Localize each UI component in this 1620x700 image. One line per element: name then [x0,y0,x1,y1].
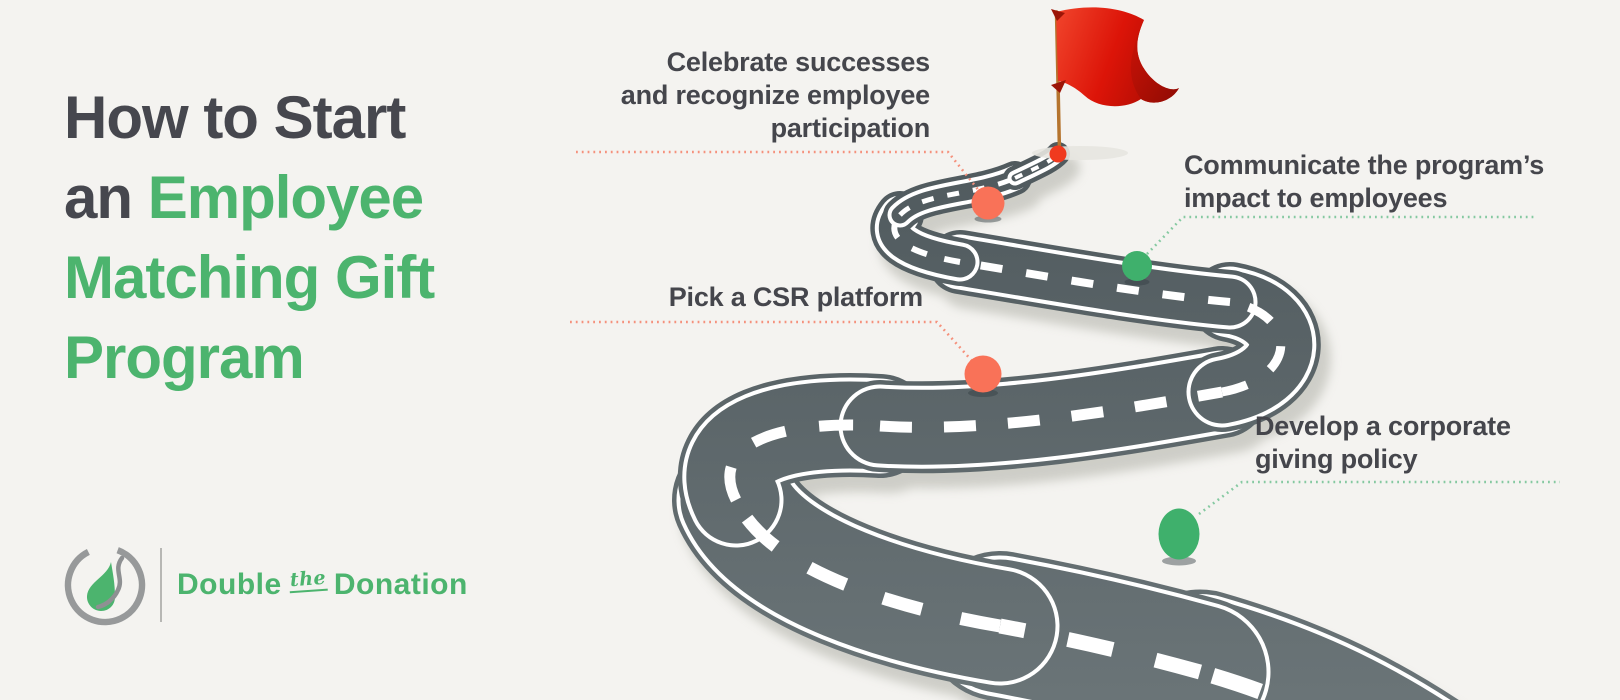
logo-ring [64,544,146,626]
dot-shadow [1124,278,1150,286]
title-line-2: an Employee [64,164,424,231]
milestone-label-celebrate: Celebrate successes and recognize employ… [620,47,930,143]
road-dash-line [730,497,1002,633]
logo-swoosh [95,555,125,610]
logo-droplet [86,562,115,611]
double-the-donation-logo: Double the Donation [62,542,468,628]
page-title: How to Start an Employee Matching Gift P… [64,78,435,398]
title-line-4: Program [64,324,305,391]
title-line-1: How to Start [64,84,406,151]
milestone-dot-communicate [1122,251,1152,281]
road-dash-line [1014,152,1060,180]
dot-shadow [1162,556,1196,566]
flag-base-dot [1049,145,1067,163]
milestone-dot-develop [1158,508,1200,560]
leader-line-develop [1198,480,1560,516]
logo-mark-icon [64,544,146,626]
road-center-markings [724,152,1304,700]
road-dash-line [1221,297,1286,397]
road-dash-line [724,419,881,503]
road-dash-line [959,258,1231,306]
milestone-dot-pick [964,355,1002,393]
road-dash-line [998,618,1203,680]
flag-fold [1130,20,1179,103]
road-segment [1011,155,1080,205]
milestone-label-pick: Pick a CSR platform [668,282,923,312]
milestone-dot-celebrate [971,186,1005,220]
road-dash-line [891,213,961,265]
leader-line-communicate [1146,215,1535,255]
flag-ground-shadow [1032,146,1128,160]
logo-divider [160,548,162,622]
milestone-label-communicate: Communicate the program’s impact to empl… [1184,150,1545,213]
road-dash-line [1197,664,1304,700]
flag-tab-bottom [1051,80,1066,93]
flag-tab-top [1051,9,1065,21]
logo-wordmark: Double the Donation [177,566,468,601]
finish-flag-icon [1032,7,1179,163]
dot-shadow [968,389,998,397]
leader-line-pick [570,320,974,363]
leader-line-celebrate [576,150,982,193]
road-dash-line [898,175,1017,217]
road-segment [842,354,1260,465]
milestone-label-develop: Develop a corporate giving policy [1255,411,1511,474]
title-line-3: Matching Gift [64,244,435,311]
